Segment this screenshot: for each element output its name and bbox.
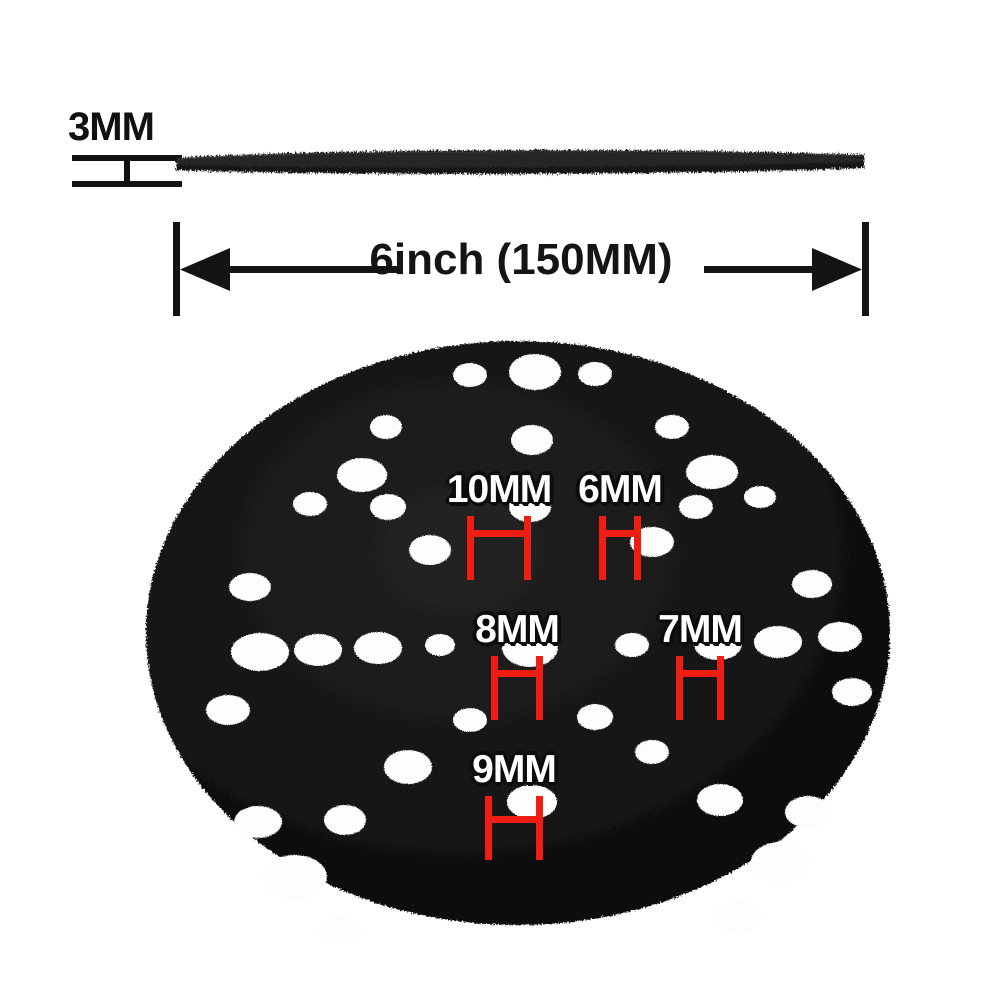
width-dimension-line <box>173 222 869 316</box>
width-dimension-label: 6inch (150MM) <box>369 235 673 284</box>
hole-callout-7mm-label: 7MM <box>658 608 743 651</box>
dimension-tick-right <box>862 222 869 316</box>
hole-callout-8mm-label: 8MM <box>475 608 560 651</box>
hole-callout-9mm-bracket <box>485 796 543 860</box>
thickness-bracket-bottom-bar <box>72 181 182 187</box>
hole-callout-6mm: 6MM <box>556 470 684 580</box>
hole-callout-9mm-label: 9MM <box>472 748 557 791</box>
hole-callout-8mm: 8MM <box>455 610 579 722</box>
arrow-right-icon <box>812 248 862 291</box>
hole-callout-6mm-label: 6MM <box>578 468 663 511</box>
sanding-pad-disc <box>146 341 890 938</box>
dimension-tick-left <box>173 222 180 316</box>
hole-callout-6mm-bracket <box>599 516 641 580</box>
thickness-label: 3MM <box>68 105 155 149</box>
pad-holes <box>206 354 872 938</box>
hole-callout-10mm: 10MM <box>424 470 574 580</box>
hole-callout-10mm-label: 10MM <box>446 468 552 511</box>
thickness-bracket-stem <box>124 155 130 187</box>
hole-callout-9mm: 9MM <box>455 750 573 862</box>
hole-callout-7mm: 7MM <box>640 610 760 722</box>
width-dimension: 6inch (150MM) <box>168 222 874 320</box>
hole-callout-10mm-bracket <box>467 516 531 580</box>
hole-callout-7mm-bracket <box>676 656 724 720</box>
arrow-left-icon <box>180 248 230 291</box>
pad-edge-view <box>176 150 864 174</box>
hole-callout-8mm-bracket <box>491 656 543 720</box>
